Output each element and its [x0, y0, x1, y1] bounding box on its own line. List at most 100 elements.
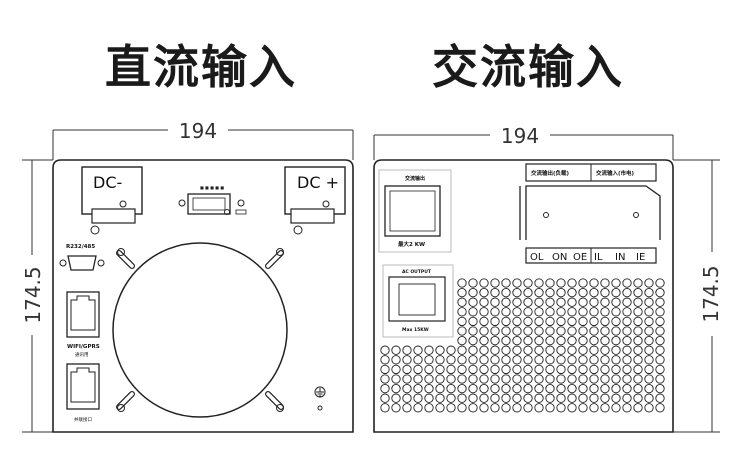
vent-hole [644, 278, 654, 288]
vent-hole [501, 335, 511, 346]
vent-hole [534, 364, 544, 375]
vent-hole [556, 326, 566, 336]
vent-hole [655, 287, 665, 298]
vent-hole [556, 374, 566, 384]
vent-hole [644, 335, 654, 346]
vent-hole [391, 374, 401, 384]
vent-hole [644, 355, 654, 365]
vent-hole [402, 374, 412, 384]
vent-hole [534, 326, 544, 336]
vent-hole [589, 355, 599, 365]
vent-hole [413, 355, 423, 365]
vent-hole [567, 278, 577, 288]
vent-hole [435, 383, 445, 394]
width-dimension-label-ac: 194 [501, 124, 539, 148]
vent-hole [567, 345, 577, 355]
vent-hole [578, 335, 588, 346]
vent-hole [501, 278, 511, 288]
vent-hole [545, 355, 555, 365]
vent-hole [655, 383, 665, 394]
vent-hole [501, 393, 511, 403]
vent-hole [655, 393, 665, 403]
wifi-port-label: WIFI/GPRS [67, 344, 100, 350]
vent-hole [600, 364, 610, 375]
vent-hole [424, 364, 434, 375]
vent-hole [633, 287, 643, 298]
vent-hole [457, 403, 467, 413]
vent-hole [402, 403, 412, 413]
vent-hole [589, 374, 599, 384]
vent-hole [512, 383, 522, 394]
vent-hole [501, 297, 511, 307]
vent-hole [468, 335, 478, 346]
vent-hole [457, 316, 467, 327]
vent-hole [479, 278, 489, 288]
vent-hole [446, 355, 456, 365]
vent-hole [534, 316, 544, 327]
vent-hole [644, 403, 654, 413]
ac-out-max-label: 最大2 KW [398, 240, 425, 248]
vent-hole [633, 278, 643, 288]
vent-hole [578, 287, 588, 298]
vent-hole [556, 403, 566, 413]
vent-hole [545, 278, 555, 288]
vent-hole [655, 364, 665, 375]
vent-hole [589, 316, 599, 327]
vent-hole [622, 335, 632, 346]
vent-hole [567, 403, 577, 413]
vent-hole [567, 287, 577, 298]
vent-hole [556, 287, 566, 298]
vent-hole [479, 297, 489, 307]
vent-hole [633, 383, 643, 394]
vent-hole [424, 355, 434, 365]
vent-hole [611, 364, 621, 375]
vent-hole [391, 393, 401, 403]
vent-hole [380, 393, 390, 403]
vent-hole [457, 287, 467, 298]
vent-hole [380, 364, 390, 375]
vent-hole [402, 383, 412, 394]
vent-hole [534, 287, 544, 298]
wifi-port [66, 291, 100, 338]
vent-hole [633, 393, 643, 403]
vent-hole [523, 287, 533, 298]
vent-hole [534, 355, 544, 365]
vent-hole [490, 335, 500, 346]
vent-hole [534, 335, 544, 346]
vent-hole [402, 364, 412, 375]
vent-hole [567, 383, 577, 394]
vent-hole [644, 297, 654, 307]
vent-hole [556, 364, 566, 375]
vent-hole [655, 326, 665, 336]
height-dimension-label-ac: 174.5 [699, 265, 723, 322]
vent-hole [622, 355, 632, 365]
vent-hole [523, 326, 533, 336]
vent-hole [600, 316, 610, 327]
vent-hole [600, 393, 610, 403]
ac-output-box [388, 276, 446, 322]
vent-hole [589, 403, 599, 413]
vent-hole [468, 403, 478, 413]
ac-output-socket [384, 185, 441, 237]
vent-hole [424, 393, 434, 403]
ac-input-title: 交流输入 [432, 40, 624, 94]
parallel-port-label: 并联接口 [74, 416, 92, 423]
vent-hole [523, 393, 533, 403]
vent-hole [413, 374, 423, 384]
vent-hole [523, 345, 533, 355]
vent-hole [468, 316, 478, 327]
vent-hole [523, 403, 533, 413]
vent-hole [446, 374, 456, 384]
vent-hole [655, 403, 665, 413]
vent-hole [479, 355, 489, 365]
vent-hole [622, 345, 632, 355]
vent-hole [655, 374, 665, 384]
vent-hole [468, 297, 478, 307]
vent-hole [490, 374, 500, 384]
dc-panel-outline [52, 159, 354, 433]
vent-hole [567, 364, 577, 375]
terminal-il: IL [594, 252, 603, 263]
terminal-in: IN [615, 252, 625, 263]
ac-out-cn-label: 交流输出 [405, 175, 425, 182]
ground-icon [314, 386, 326, 398]
